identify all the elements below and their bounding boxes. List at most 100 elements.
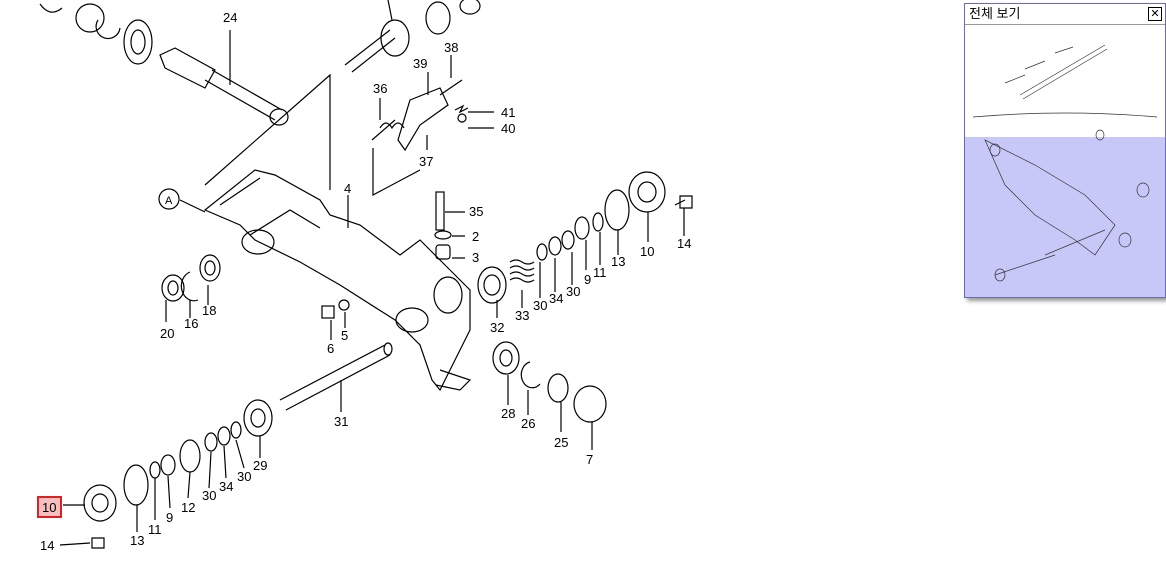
- part-label-12[interactable]: 12: [181, 500, 195, 515]
- part-label-36[interactable]: 36: [373, 81, 387, 96]
- part-shape: [250, 408, 266, 428]
- thumb-shape: [1095, 129, 1105, 141]
- thumb-shape: [994, 229, 1106, 276]
- part-label-34-lower[interactable]: 34: [219, 479, 233, 494]
- part-label-35[interactable]: 35: [469, 204, 483, 219]
- part-shape: [509, 259, 535, 283]
- part-label-30-upper-a[interactable]: 30: [533, 298, 547, 313]
- part-label-29[interactable]: 29: [253, 458, 267, 473]
- part-label-20[interactable]: 20: [160, 326, 174, 341]
- part-shape: [217, 426, 231, 446]
- part-shape: [483, 274, 501, 296]
- part-label-2[interactable]: 2: [472, 229, 479, 244]
- overview-viewport[interactable]: [965, 137, 1165, 297]
- part-label-16[interactable]: 16: [184, 316, 198, 331]
- part-shape: [219, 177, 321, 236]
- part-label-6[interactable]: 6: [327, 341, 334, 356]
- part-shape: [59, 537, 105, 549]
- part-shape: [592, 212, 604, 232]
- part-shape: [199, 254, 221, 282]
- part-label-9-lower[interactable]: 9: [166, 510, 173, 525]
- part-shape: [674, 195, 693, 209]
- part-shape: [628, 171, 666, 213]
- overview-title: 전체 보기: [969, 6, 1021, 21]
- part-shape: [321, 305, 335, 319]
- part-shape: [395, 307, 429, 333]
- part-shape: [439, 79, 463, 96]
- part-shape: [160, 454, 176, 476]
- part-shape: [477, 266, 507, 304]
- part-shape: [383, 342, 393, 356]
- close-icon[interactable]: ✕: [1148, 7, 1162, 21]
- part-shape: [561, 230, 575, 250]
- part-shape: [380, 19, 410, 57]
- part-label-11-lower[interactable]: 11: [148, 522, 162, 537]
- thumb-shape: [1136, 182, 1150, 198]
- part-shape: [91, 493, 109, 513]
- part-shape: [457, 113, 467, 123]
- part-label-9-upper[interactable]: 9: [584, 272, 591, 287]
- part-shape: [434, 230, 452, 240]
- part-shape: [459, 0, 481, 15]
- part-label-26[interactable]: 26: [521, 416, 535, 431]
- part-shape: [241, 229, 275, 255]
- highlight-box-part-10[interactable]: [37, 496, 62, 518]
- part-label-10-lower-highlighted[interactable]: 10: [42, 500, 56, 515]
- part-shape: [454, 104, 469, 114]
- part-shape: [520, 361, 541, 389]
- part-shape: [75, 3, 105, 33]
- part-shape: [63, 30, 685, 532]
- part-shape: [338, 299, 350, 311]
- part-label-41[interactable]: 41: [501, 105, 515, 120]
- part-label-31[interactable]: 31: [334, 414, 348, 429]
- part-label-34-upper[interactable]: 34: [549, 291, 563, 306]
- part-label-10-upper[interactable]: 10: [640, 244, 654, 259]
- part-shape: [243, 399, 273, 437]
- part-shape: [230, 421, 242, 439]
- part-label-40[interactable]: 40: [501, 121, 515, 136]
- part-label-4[interactable]: 4: [344, 181, 351, 196]
- part-label-5[interactable]: 5: [341, 328, 348, 343]
- thumb-shape: [1118, 232, 1132, 248]
- part-shape: [130, 29, 146, 55]
- part-label-14-lower[interactable]: 14: [40, 538, 54, 553]
- thumb-shape: [989, 143, 1001, 157]
- part-shape: [536, 243, 548, 261]
- part-label-25[interactable]: 25: [554, 435, 568, 450]
- reference-mark-a: A: [165, 195, 173, 207]
- part-label-13-lower[interactable]: 13: [130, 533, 144, 548]
- overview-panel[interactable]: 전체 보기 ✕: [964, 3, 1166, 298]
- overview-thumbnail[interactable]: [965, 25, 1165, 297]
- part-label-30-lower-a[interactable]: 30: [237, 469, 251, 484]
- overview-title-bar[interactable]: 전체 보기 ✕: [965, 4, 1165, 25]
- part-label-7[interactable]: 7: [586, 452, 593, 467]
- part-label-33[interactable]: 33: [515, 308, 529, 323]
- part-shape: [149, 461, 161, 479]
- part-label-3[interactable]: 3: [472, 250, 479, 265]
- part-label-14-upper[interactable]: 14: [677, 236, 691, 251]
- thumb-shape: [972, 112, 1158, 118]
- part-shape: [604, 189, 630, 231]
- part-shape: [180, 271, 199, 302]
- part-shape: [123, 19, 153, 65]
- part-label-24[interactable]: 24: [223, 10, 237, 25]
- part-shape: [204, 69, 283, 121]
- part-label-30-lower-b[interactable]: 30: [202, 488, 216, 503]
- thumb-shape: [984, 139, 1116, 256]
- part-shape: [547, 373, 569, 403]
- part-label-11-upper[interactable]: 11: [593, 265, 607, 280]
- part-label-28[interactable]: 28: [501, 406, 515, 421]
- part-shape: [83, 484, 117, 522]
- part-shape: [279, 344, 391, 411]
- part-shape: [123, 464, 149, 506]
- part-shape: [167, 280, 179, 296]
- part-label-38[interactable]: 38: [444, 40, 458, 55]
- part-label-37[interactable]: 37: [419, 154, 433, 169]
- part-label-39[interactable]: 39: [413, 56, 427, 71]
- part-label-32[interactable]: 32: [490, 320, 504, 335]
- part-label-13-upper[interactable]: 13: [611, 254, 625, 269]
- part-shape: [435, 369, 472, 391]
- part-label-18[interactable]: 18: [202, 303, 216, 318]
- part-label-30-upper-b[interactable]: 30: [566, 284, 580, 299]
- part-shape: [387, 0, 393, 21]
